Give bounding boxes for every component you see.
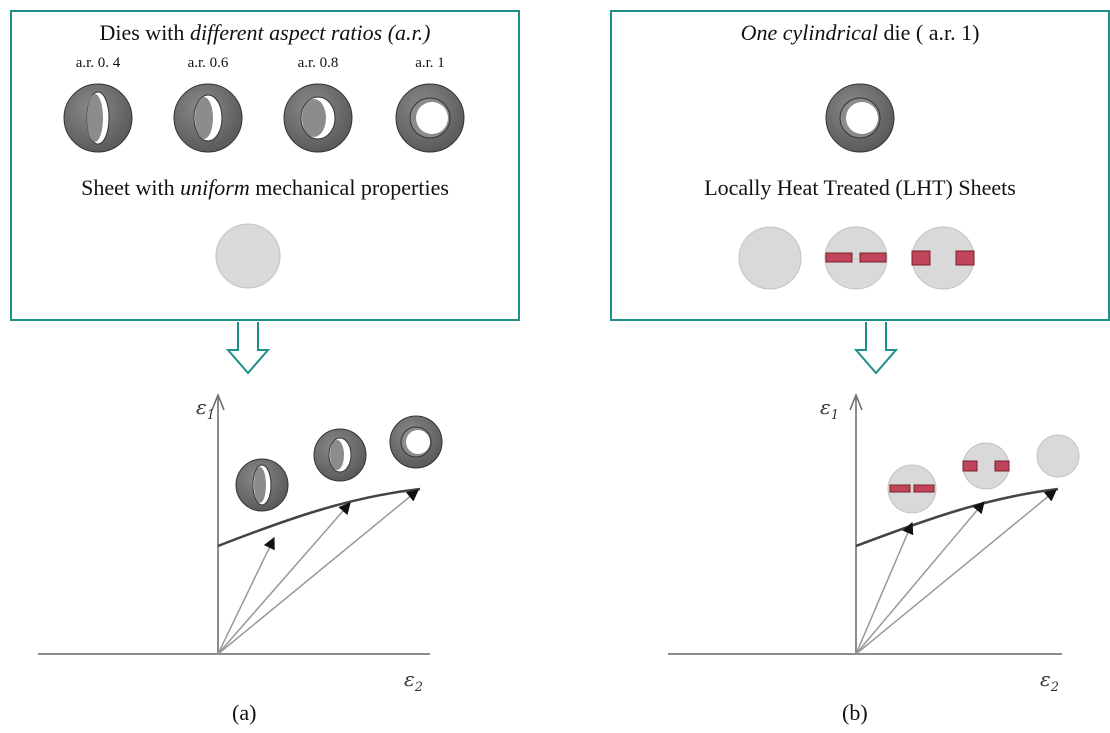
graph-a-die-0-4-icon xyxy=(235,458,289,512)
x-axis-label-a: ε2 xyxy=(404,667,423,695)
die-ar-0-4-icon xyxy=(63,83,133,153)
panel-a-sheet-heading: Sheet with uniform mechanical properties xyxy=(81,175,449,200)
forming-limit-curve-b xyxy=(855,487,1059,548)
die-ar-0-8-icon xyxy=(283,83,353,153)
lht-sheet-wide-strips-icon xyxy=(911,226,975,290)
panel-a-heading: Dies with different aspect ratios (a.r.) xyxy=(99,20,431,45)
die-label-0-8: a.r. 0.8 xyxy=(297,55,339,71)
lht-sheet-narrow-strips-icon xyxy=(824,226,888,290)
down-arrow-a-icon xyxy=(225,322,271,375)
graph-b-sheet-plain-icon xyxy=(1036,434,1080,478)
die-label-0-4: a.r. 0. 4 xyxy=(75,55,121,71)
die-ar-0-6-icon xyxy=(173,83,243,153)
down-arrow-b-icon xyxy=(853,322,899,375)
die-label-0-6: a.r. 0.6 xyxy=(187,55,229,71)
cylindrical-die-icon xyxy=(825,83,895,153)
forming-limit-graph-a xyxy=(38,392,430,655)
y-axis-label-b: ε1 xyxy=(820,395,839,423)
caption-b: (b) xyxy=(842,700,868,725)
forming-limit-curve-a xyxy=(217,487,421,548)
y-axis-label-a: ε1 xyxy=(196,395,215,423)
lht-sheet-plain-icon xyxy=(738,226,802,290)
die-ar-1-icon xyxy=(395,83,465,153)
caption-a: (a) xyxy=(232,700,257,725)
panel-b-sheet-heading: Locally Heat Treated (LHT) Sheets xyxy=(704,175,1016,200)
graph-b-sheet-narrow-strips-icon xyxy=(887,464,937,514)
x-axis-label-b: ε2 xyxy=(1040,667,1059,695)
forming-limit-graph-b xyxy=(668,392,1062,655)
graph-a-die-0-6-icon xyxy=(313,428,367,482)
graph-b-sheet-wide-strips-icon xyxy=(962,442,1010,490)
graph-a-die-1-icon xyxy=(389,415,443,469)
uniform-sheet-icon xyxy=(215,223,281,289)
panel-b-heading: One cylindrical die ( a.r. 1) xyxy=(740,20,980,45)
die-label-1: a.r. 1 xyxy=(415,55,445,71)
